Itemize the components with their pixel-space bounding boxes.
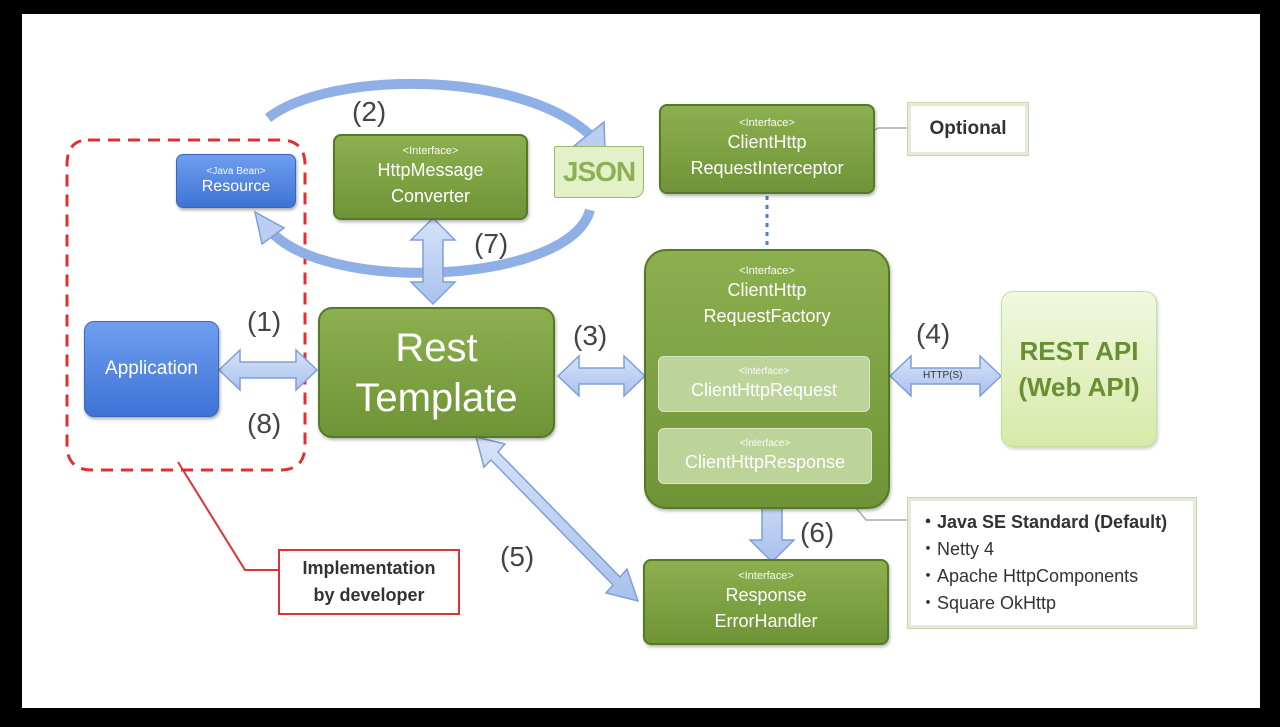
step-7-label: (7) xyxy=(474,228,509,259)
converter-line1: HttpMessage xyxy=(377,160,484,180)
interceptor-line2: RequestInterceptor xyxy=(690,158,844,178)
converter-rest-arrow xyxy=(409,216,457,306)
rest-template-line2: Template xyxy=(355,375,518,420)
rest-api-line2: (Web API) xyxy=(1018,372,1140,402)
impl-dev-line1: Implementation xyxy=(302,558,436,578)
step-1-label: (1) xyxy=(247,306,282,337)
error-line2: ErrorHandler xyxy=(714,611,818,631)
application-label: Application xyxy=(105,358,198,379)
impl-item: ・Square OkHttp xyxy=(919,593,1057,613)
response-error-handler-box: <Interface> Response ErrorHandler xyxy=(643,559,889,645)
rest-template-line1: Rest xyxy=(395,325,478,370)
rest-factory-arrow xyxy=(556,354,647,398)
json-label: JSON xyxy=(562,156,636,187)
step-6-label: (6) xyxy=(800,517,835,548)
request-stereotype: <Interface> xyxy=(738,366,790,377)
resource-box: <Java Bean> Resource xyxy=(176,154,296,208)
step-8-label: (8) xyxy=(247,408,282,439)
optional-label: Optional xyxy=(929,118,1007,139)
converter-line2: Converter xyxy=(390,186,471,206)
factory-stereotype: <Interface> xyxy=(739,265,795,277)
implementation-by-developer-note: Implementation by developer xyxy=(278,549,460,615)
http-message-converter-box: <Interface> HttpMessage Converter xyxy=(333,134,528,220)
factory-line2: RequestFactory xyxy=(703,306,831,326)
response-label: ClientHttpResponse xyxy=(684,452,846,472)
json-cycle-arc xyxy=(264,78,594,139)
request-label: ClientHttpRequest xyxy=(690,380,838,400)
impl-item: ・Netty 4 xyxy=(919,539,995,559)
impl-dev-line2: by developer xyxy=(313,585,425,605)
resource-arrowhead xyxy=(253,210,286,246)
implementations-note: ・Java SE Standard (Default) ・Netty 4 ・Ap… xyxy=(907,497,1197,629)
factory-line1: ClientHttp xyxy=(727,280,807,300)
optional-note: Optional xyxy=(907,102,1029,156)
client-http-response-box: <Interface> ClientHttpResponse xyxy=(658,428,872,484)
step-5-label: (5) xyxy=(500,541,535,572)
response-stereotype: <Interface> xyxy=(739,438,791,449)
application-box: Application xyxy=(84,321,219,417)
http-protocol-label: HTTP(S) xyxy=(923,370,963,381)
json-document: JSON xyxy=(554,146,644,198)
app-rest-arrow xyxy=(217,348,319,392)
interceptor-stereotype: <Interface> xyxy=(739,117,795,129)
converter-stereotype: <Interface> xyxy=(402,145,459,157)
rest-api-line1: REST API xyxy=(1019,336,1139,366)
step-4-label: (4) xyxy=(916,318,951,349)
interceptor-line1: ClientHttp xyxy=(727,132,807,152)
error-stereotype: <Interface> xyxy=(738,570,794,582)
rest-error-arrow xyxy=(474,435,640,603)
rest-template-box: Rest Template xyxy=(318,307,555,438)
error-line1: Response xyxy=(725,585,807,605)
developer-callout-line xyxy=(177,461,278,571)
resource-label: Resource xyxy=(201,178,271,195)
impl-item: ・Java SE Standard (Default) xyxy=(919,512,1168,532)
step-2-label: (2) xyxy=(352,96,387,127)
client-http-request-box: <Interface> ClientHttpRequest xyxy=(658,356,870,412)
rest-api-box: REST API (Web API) xyxy=(1001,291,1157,447)
resource-stereotype: <Java Bean> xyxy=(206,166,266,177)
impl-item: ・Apache HttpComponents xyxy=(919,566,1139,586)
request-interceptor-box: <Interface> ClientHttp RequestIntercepto… xyxy=(659,104,875,194)
developer-boundary xyxy=(65,138,307,472)
step-3-label: (3) xyxy=(573,320,608,351)
